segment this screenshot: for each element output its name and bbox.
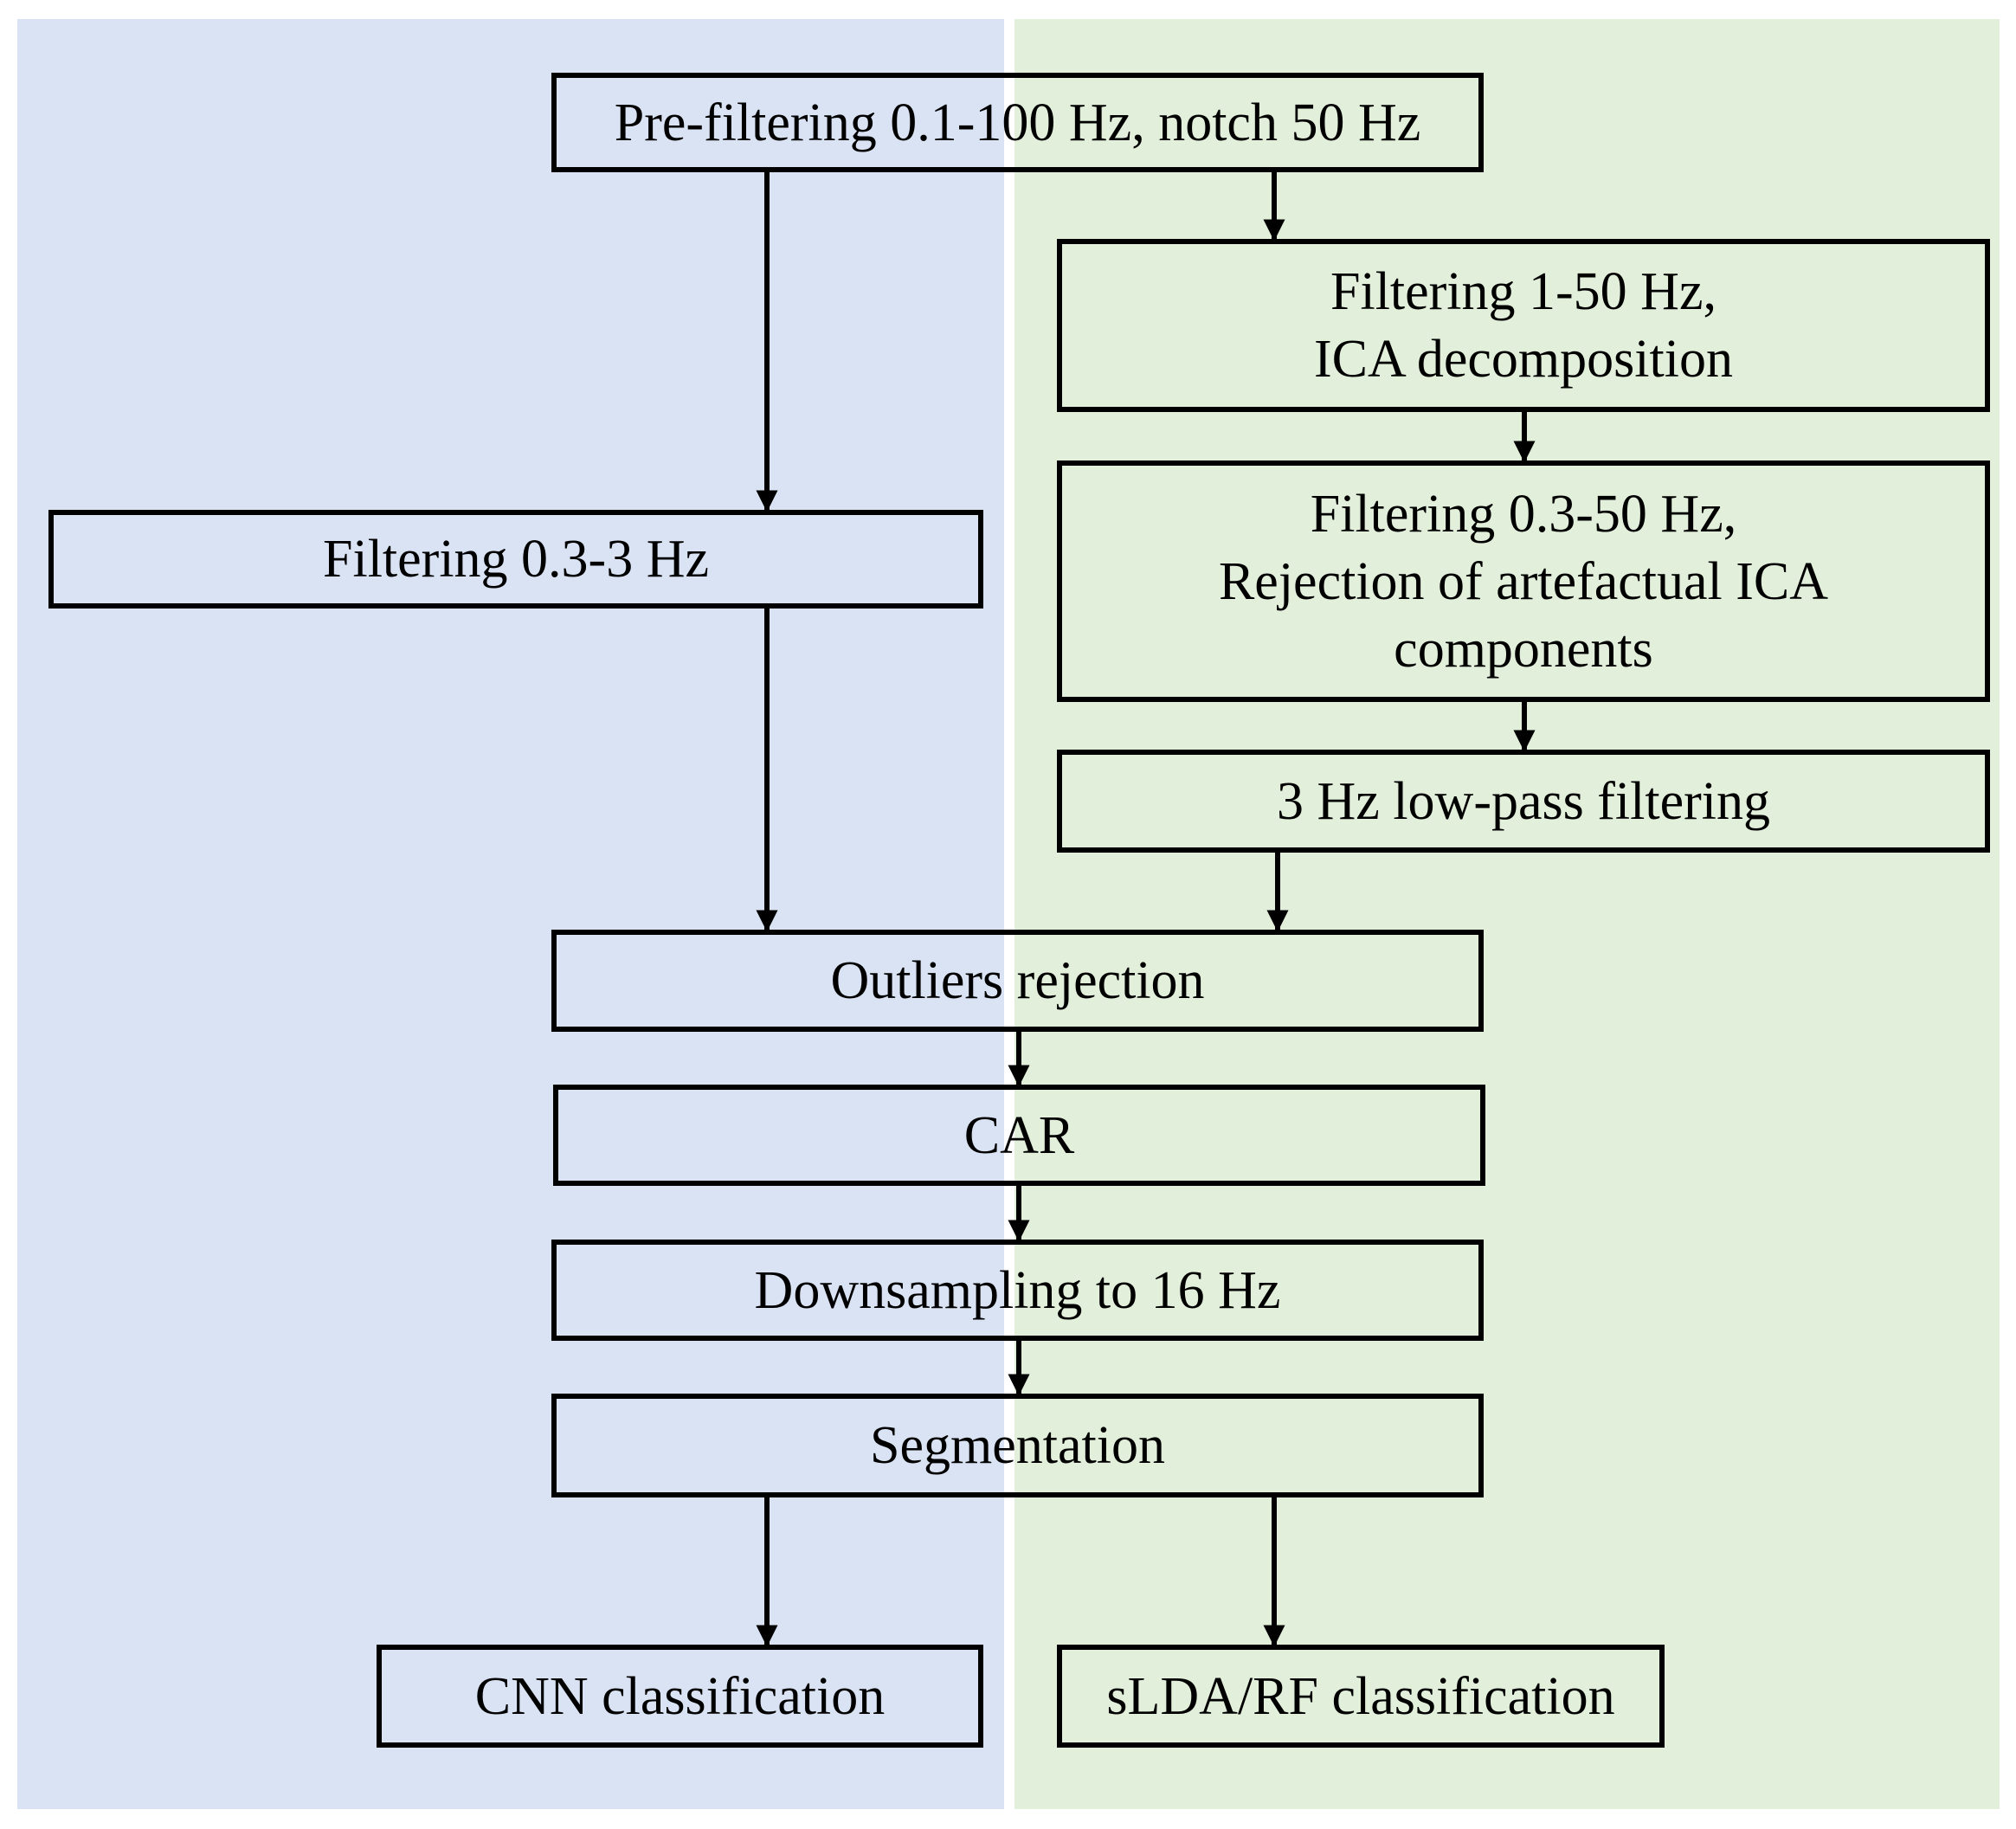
filtering-03-50-line1: Filtering 0.3-50 Hz, [1310, 484, 1737, 544]
filtering-1-50-line2: ICA decomposition [1314, 330, 1733, 389]
downsampling-label: Downsampling to 16 Hz [754, 1260, 1281, 1320]
car-box: CAR [553, 1085, 1485, 1186]
outliers-box: Outliers rejection [551, 930, 1484, 1032]
filtering-03-50-line3: components [1394, 619, 1653, 679]
lowpass-box: 3 Hz low-pass filtering [1057, 750, 1990, 853]
left-pipeline-panel [17, 19, 1004, 1809]
slda-rf-classification-label: sLDA/RF classification [1106, 1666, 1615, 1726]
prefiltering-label: Pre-filtering 0.1-100 Hz, notch 50 Hz [614, 93, 1421, 152]
right-pipeline-panel [1014, 19, 2000, 1809]
lowpass-label: 3 Hz low-pass filtering [1277, 771, 1770, 831]
segmentation-box: Segmentation [551, 1394, 1484, 1497]
filtering-1-50-box: Filtering 1-50 Hz, ICA decomposition [1057, 239, 1990, 412]
slda-rf-classification-box: sLDA/RF classification [1057, 1645, 1665, 1748]
downsampling-box: Downsampling to 16 Hz [551, 1240, 1484, 1341]
filtering-1-50-line1: Filtering 1-50 Hz, [1330, 262, 1716, 321]
filtering-03-50-box: Filtering 0.3-50 Hz, Rejection of artefa… [1057, 460, 1990, 702]
car-label: CAR [963, 1105, 1075, 1165]
filtering-03-3-label: Filtering 0.3-3 Hz [323, 530, 709, 589]
prefiltering-box: Pre-filtering 0.1-100 Hz, notch 50 Hz [551, 73, 1484, 172]
segmentation-label: Segmentation [870, 1416, 1165, 1475]
filtering-03-50-line2: Rejection of artefactual ICA [1218, 551, 1829, 611]
filtering-03-3-box: Filtering 0.3-3 Hz [48, 510, 983, 609]
outliers-label: Outliers rejection [830, 951, 1205, 1010]
cnn-classification-box: CNN classification [377, 1645, 983, 1748]
cnn-classification-label: CNN classification [474, 1666, 886, 1726]
